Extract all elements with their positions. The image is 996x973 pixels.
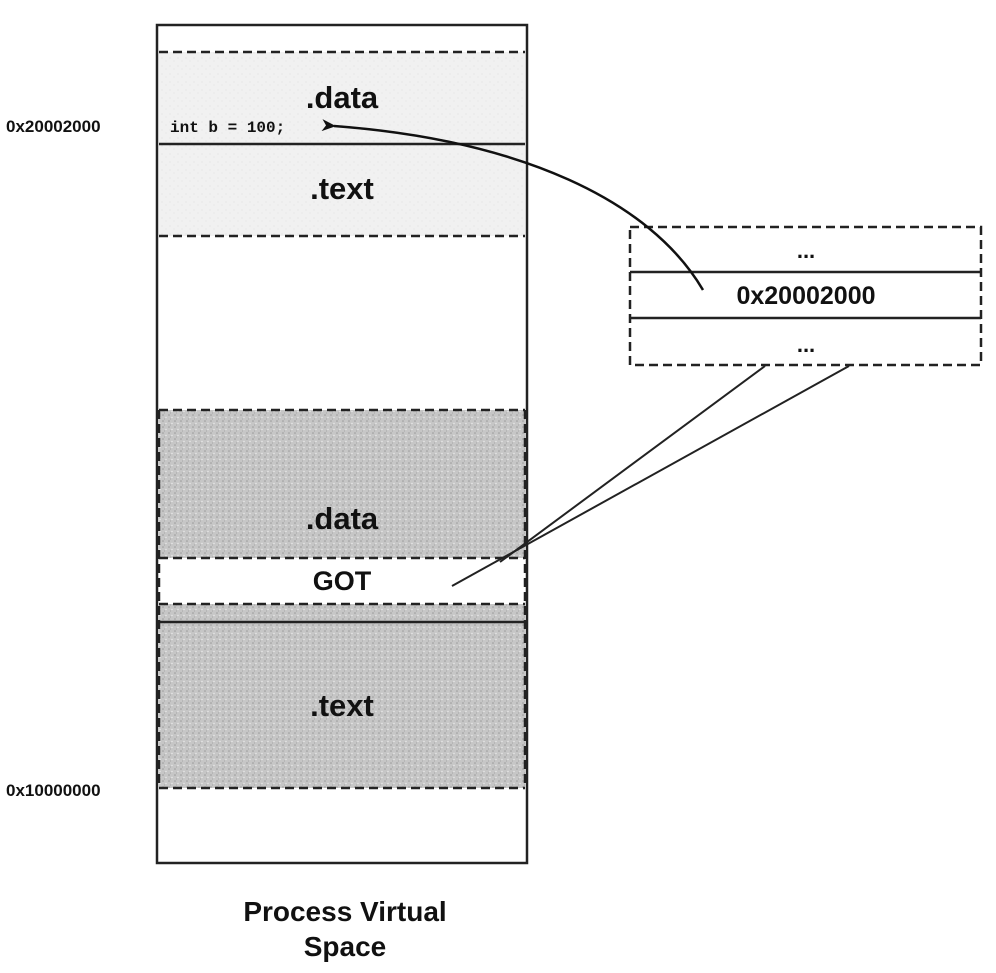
zoom-line-lower [499, 365, 766, 563]
low-address-label: 0x10000000 [6, 781, 101, 800]
lower-data-region [159, 410, 525, 558]
reference-arrow [321, 119, 705, 291]
got-detail-entry: 0x20002000 [736, 282, 875, 310]
code-snippet: int b = 100; [170, 119, 285, 137]
lower-text-region [159, 622, 525, 788]
got-region [159, 558, 525, 604]
high-address-label: 0x20002000 [6, 117, 101, 136]
upper-text-label: .text [310, 171, 374, 206]
caption-line1: Process Virtual [243, 896, 446, 927]
lower-gap-region [159, 604, 525, 622]
caption-line2: Space [304, 931, 387, 962]
got-detail-bottom-dots: ... [797, 332, 815, 357]
lower-data-label: .data [306, 501, 379, 536]
upper-data-label: .data [306, 80, 379, 115]
got-label: GOT [313, 566, 372, 596]
lower-text-label: .text [310, 688, 374, 723]
got-detail-top-dots: ... [797, 238, 815, 263]
got-detail-box [628, 225, 983, 367]
